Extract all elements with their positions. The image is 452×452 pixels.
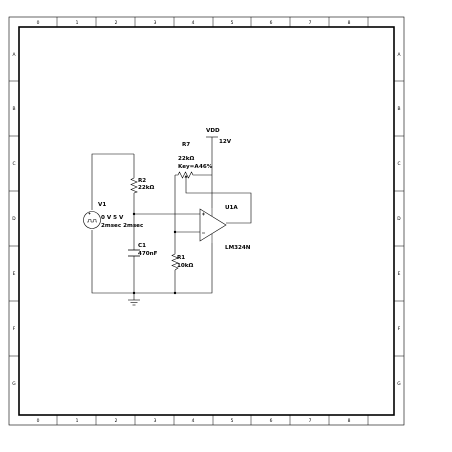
u1a-part-number: LM324N <box>225 245 251 251</box>
r1-value: 10kΩ <box>177 263 194 269</box>
v1-levels: 0 V 5 V <box>101 215 124 221</box>
bottom-col-label-2: 2 <box>115 418 118 424</box>
right-row-label-c: C <box>397 161 400 167</box>
junction-dot <box>132 291 136 295</box>
v1-timing: 2msec 2msec <box>101 223 143 229</box>
c1-capacitor <box>128 249 140 257</box>
r2-label: R2 <box>138 178 146 184</box>
junction-dot <box>173 230 177 234</box>
bottom-col-label-0: 0 <box>37 418 40 424</box>
junction-dot <box>173 291 177 295</box>
bottom-col-label-6: 6 <box>270 418 273 424</box>
left-row-label-b: B <box>12 106 15 112</box>
top-col-label-2: 2 <box>115 20 118 26</box>
junction-dot <box>132 212 136 216</box>
left-row-label-f: F <box>13 326 16 332</box>
wire-v1-to-bottom <box>91 230 134 294</box>
bottom-col-label-7: 7 <box>309 418 312 424</box>
bottom-col-label-3: 3 <box>154 418 157 424</box>
wire-output-feedback <box>185 180 252 224</box>
r2-resistor <box>130 176 138 194</box>
bottom-column-labels: 0 1 2 3 4 5 6 7 8 <box>37 418 351 424</box>
right-ruler-ticks <box>394 80 404 357</box>
left-row-label-a: A <box>12 52 15 58</box>
wire-left-loop <box>91 153 134 210</box>
top-col-label-3: 3 <box>154 20 157 26</box>
wire-r7-bottom <box>174 175 200 233</box>
junction-dots <box>132 212 177 295</box>
c1-label: C1 <box>138 243 146 249</box>
r7-label: R7 <box>182 142 190 148</box>
top-column-labels: 0 1 2 3 4 5 6 7 8 <box>37 20 351 26</box>
bottom-col-label-1: 1 <box>76 418 79 424</box>
left-row-label-d: D <box>12 216 16 222</box>
right-row-label-g: G <box>397 381 401 387</box>
r7-potentiometer <box>175 171 194 180</box>
right-row-label-a: A <box>397 52 400 58</box>
right-row-labels: A B C D E F G <box>397 52 401 387</box>
vdd-voltage: 12V <box>219 139 232 145</box>
r1-label: R1 <box>177 255 185 261</box>
top-col-label-6: 6 <box>270 20 273 26</box>
top-col-label-8: 8 <box>348 20 351 26</box>
vdd-label: VDD <box>206 128 220 134</box>
v1-pulse-source <box>83 211 101 229</box>
r7-value: 22kΩ <box>178 156 195 162</box>
r2-value: 22kΩ <box>138 185 155 191</box>
bottom-ruler-ticks <box>56 415 369 425</box>
r7-percent: 46% <box>199 164 213 170</box>
wire-bottom-rail <box>134 243 213 294</box>
right-row-label-f: F <box>398 326 401 332</box>
frame-outer-border <box>8 16 405 426</box>
left-row-label-e: E <box>13 271 16 277</box>
bottom-col-label-5: 5 <box>231 418 234 424</box>
left-row-labels: A B C D E F G <box>12 52 16 387</box>
left-row-label-g: G <box>12 381 16 387</box>
top-ruler-ticks <box>56 17 369 27</box>
c1-value: 470nF <box>138 251 158 257</box>
r7-key: Key=A <box>178 164 199 170</box>
frame-inner-border <box>18 26 395 416</box>
left-row-label-c: C <box>12 161 15 167</box>
right-row-label-b: B <box>397 106 400 112</box>
r1-resistor <box>171 252 179 271</box>
bottom-col-label-4: 4 <box>192 418 195 424</box>
bottom-col-label-8: 8 <box>348 418 351 424</box>
v1-label: V1 <box>98 202 106 208</box>
top-col-label-5: 5 <box>231 20 234 26</box>
ground-icon <box>128 299 140 306</box>
top-col-label-4: 4 <box>192 20 195 26</box>
circuit-wires <box>91 137 252 300</box>
right-row-label-d: D <box>397 216 401 222</box>
top-col-label-7: 7 <box>309 20 312 26</box>
u1a-op-amp <box>199 208 227 243</box>
top-col-label-0: 0 <box>37 20 40 26</box>
u1a-label: U1A <box>225 205 238 211</box>
left-ruler-ticks <box>9 80 19 357</box>
right-row-label-e: E <box>398 271 401 277</box>
top-col-label-1: 1 <box>76 20 79 26</box>
